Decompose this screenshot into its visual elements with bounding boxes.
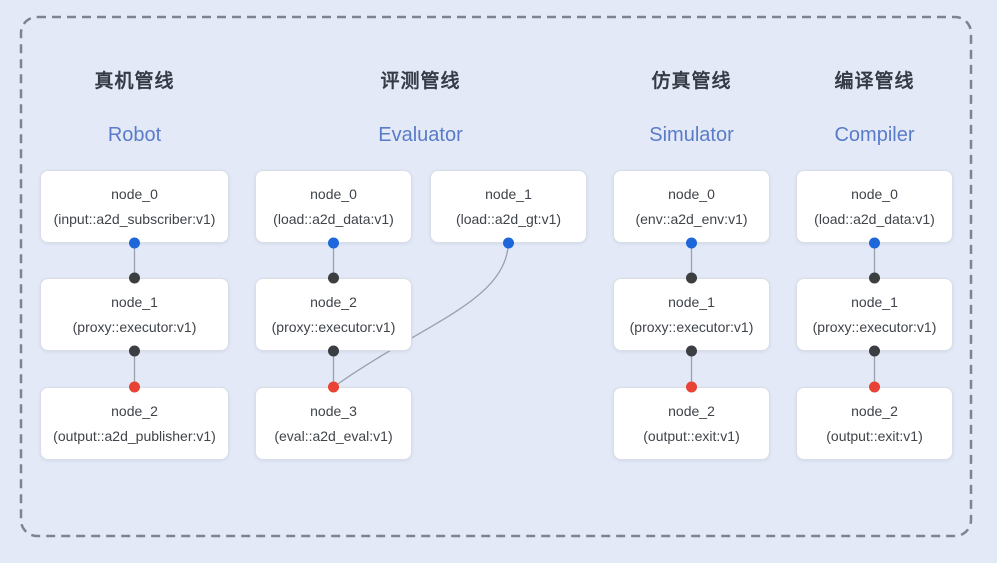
pipeline-subtitle-robot: Robot [107, 124, 162, 146]
node-compiler-2: node_2 (output::exit:v1) [796, 387, 953, 460]
node-detail: (eval::a2d_eval:v1) [274, 427, 393, 444]
pipeline-title-robot: 真机管线 [94, 71, 175, 92]
node-evaluator-1: node_1 (load::a2d_gt:v1) [430, 170, 587, 243]
node-simulator-1: node_1 (proxy::executor:v1) [613, 278, 770, 351]
node-name: node_1 [111, 293, 158, 310]
node-detail: (output::exit:v1) [643, 427, 740, 444]
pipeline-subtitle-compiler: Compiler [834, 124, 915, 146]
node-evaluator-0: node_0 (load::a2d_data:v1) [255, 170, 412, 243]
node-robot-0: node_0 (input::a2d_subscriber:v1) [40, 170, 229, 243]
node-compiler-1: node_1 (proxy::executor:v1) [796, 278, 953, 351]
node-evaluator-2: node_2 (proxy::executor:v1) [255, 278, 412, 351]
node-name: node_1 [851, 293, 898, 310]
node-detail: (proxy::executor:v1) [72, 318, 197, 335]
node-detail: (output::exit:v1) [826, 427, 923, 444]
node-name: node_2 [310, 293, 357, 310]
node-detail: (proxy::executor:v1) [271, 318, 396, 335]
node-name: node_0 [310, 185, 357, 202]
node-name: node_1 [668, 293, 715, 310]
edge-curve-gt-to-eval [333, 242, 510, 388]
node-compiler-0: node_0 (load::a2d_data:v1) [796, 170, 953, 243]
node-evaluator-3: node_3 (eval::a2d_eval:v1) [255, 387, 412, 460]
node-detail: (load::a2d_gt:v1) [455, 210, 562, 227]
node-name: node_0 [668, 185, 715, 202]
node-name: node_1 [485, 185, 532, 202]
node-detail: (proxy::executor:v1) [629, 318, 754, 335]
node-detail: (output::a2d_publisher:v1) [53, 427, 216, 444]
node-name: node_3 [310, 402, 357, 419]
node-simulator-0: node_0 (env::a2d_env:v1) [613, 170, 770, 243]
node-robot-2: node_2 (output::a2d_publisher:v1) [40, 387, 229, 460]
dashed-boundary [19, 15, 973, 538]
node-name: node_2 [851, 402, 898, 419]
node-name: node_2 [111, 402, 158, 419]
node-robot-1: node_1 (proxy::executor:v1) [40, 278, 229, 351]
node-name: node_0 [851, 185, 898, 202]
node-detail: (load::a2d_data:v1) [814, 210, 935, 227]
pipeline-title-evaluator: 评测管线 [380, 71, 461, 92]
node-simulator-2: node_2 (output::exit:v1) [613, 387, 770, 460]
pipeline-subtitle-simulator: Simulator [649, 124, 734, 146]
node-name: node_2 [668, 402, 715, 419]
node-detail: (load::a2d_data:v1) [273, 210, 394, 227]
node-detail: (input::a2d_subscriber:v1) [53, 210, 216, 227]
pipeline-title-simulator: 仿真管线 [651, 71, 732, 92]
node-detail: (proxy::executor:v1) [812, 318, 937, 335]
node-detail: (env::a2d_env:v1) [635, 210, 748, 227]
pipeline-title-compiler: 编译管线 [834, 71, 915, 92]
pipeline-subtitle-evaluator: Evaluator [378, 124, 463, 146]
node-name: node_0 [111, 185, 158, 202]
